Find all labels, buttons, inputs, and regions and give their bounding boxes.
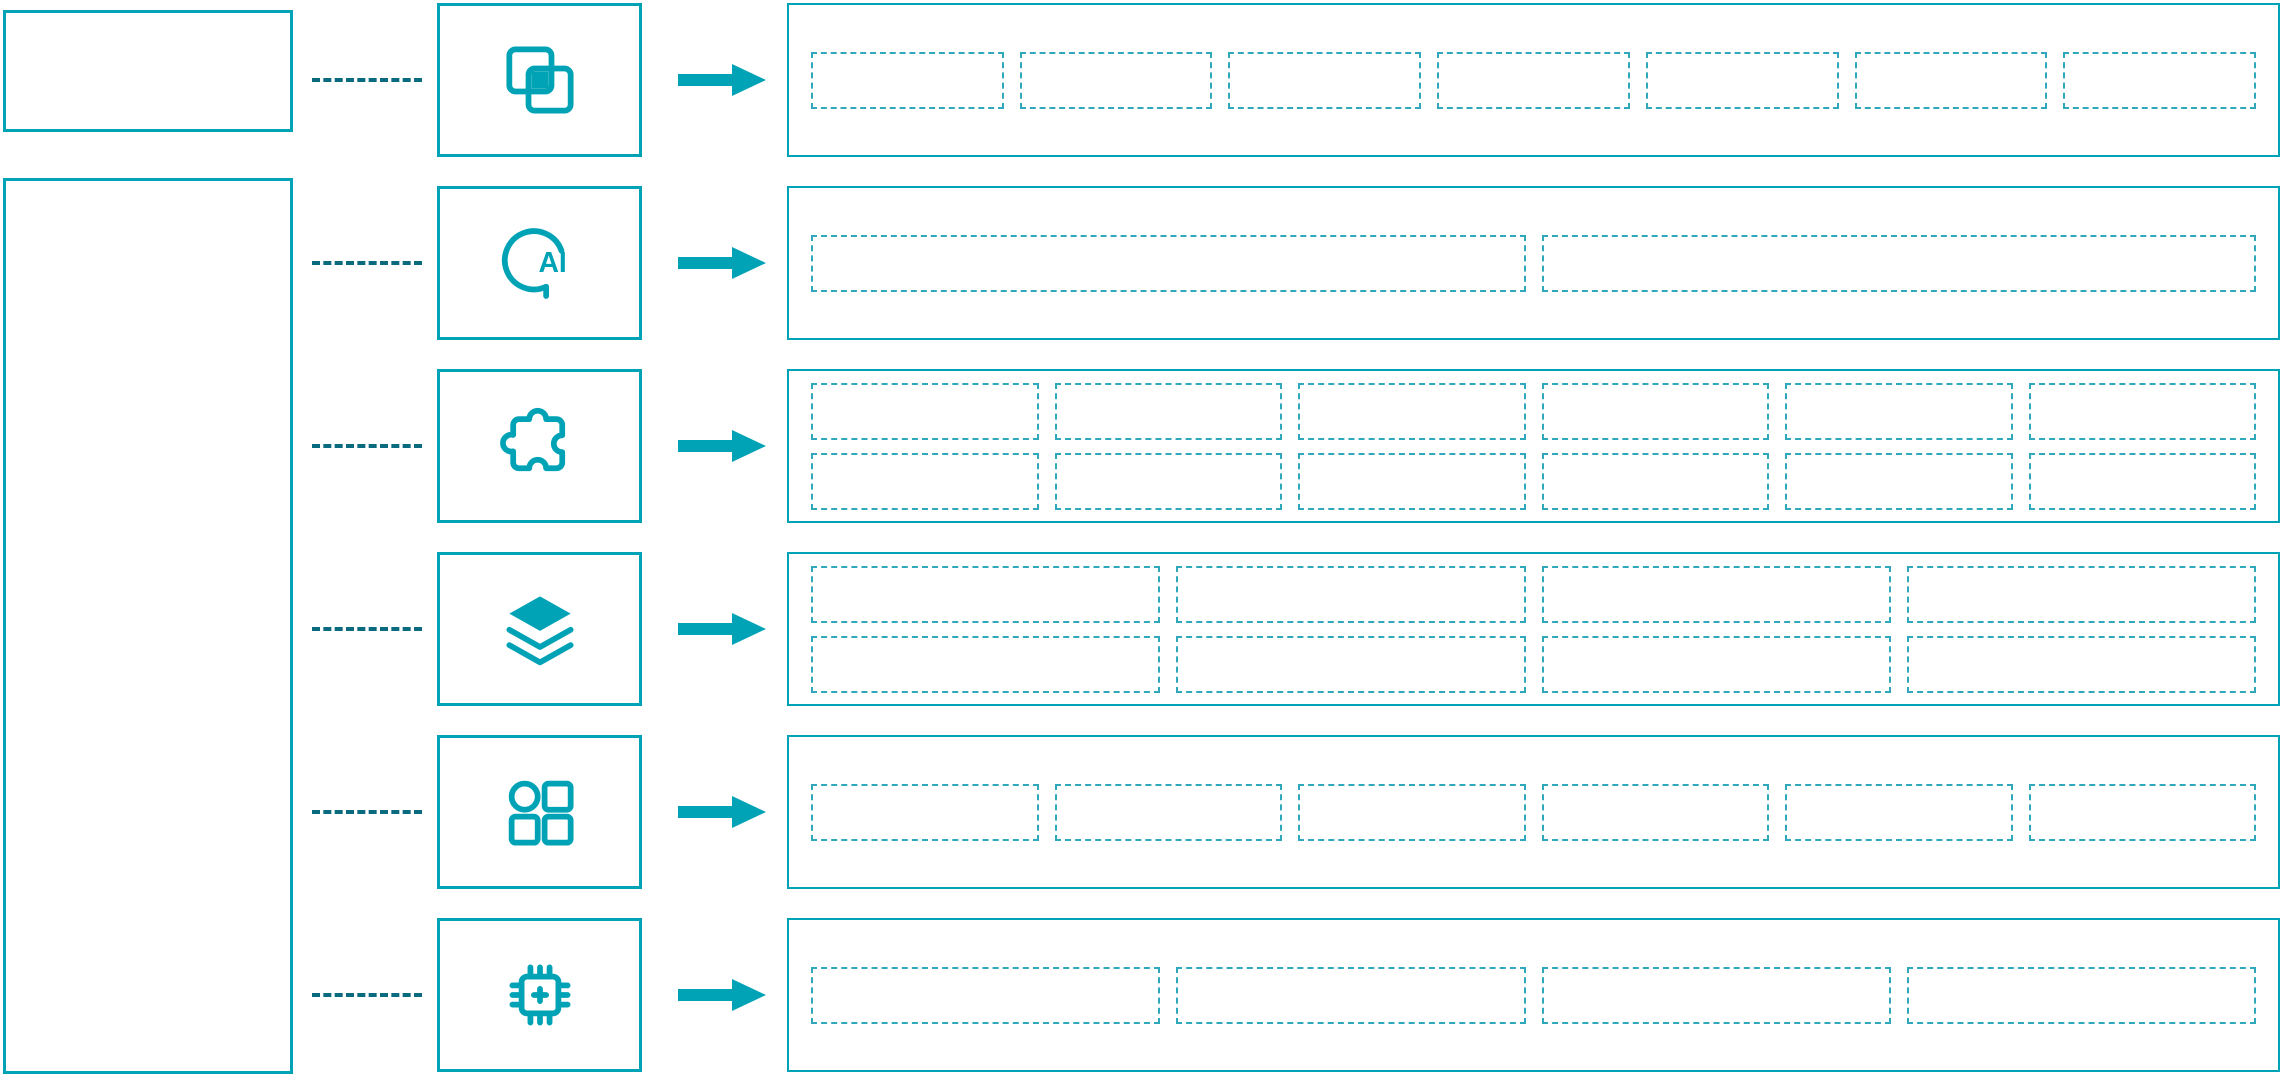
dashed-connector-line	[312, 627, 422, 631]
placeholder-cell	[811, 51, 1004, 109]
placeholder-cell	[1437, 51, 1630, 109]
placeholder-cell	[1541, 234, 2256, 292]
app-grid-icon-box	[437, 735, 642, 889]
right-arrow-icon	[678, 613, 766, 645]
cell-row	[811, 635, 2256, 693]
left-top-box	[3, 10, 293, 132]
placeholder-cell	[1541, 452, 1769, 510]
ai-head-icon: AI	[501, 228, 566, 299]
chip-icon-box	[437, 918, 642, 1072]
placeholder-cell	[2028, 382, 2256, 440]
svg-text:AI: AI	[538, 247, 566, 279]
placeholder-cell	[2028, 783, 2256, 841]
placeholder-cell	[1541, 565, 1891, 623]
content-box-row-2	[787, 186, 2280, 340]
placeholder-cell	[811, 966, 1161, 1024]
placeholder-cell	[1176, 966, 1526, 1024]
placeholder-cell	[2028, 452, 2256, 510]
cell-row	[811, 452, 2256, 510]
layers-icon	[505, 596, 574, 666]
app-grid-icon	[508, 780, 574, 846]
right-arrow-icon	[678, 64, 766, 96]
placeholder-cell	[1541, 382, 1769, 440]
dashed-connector-line	[312, 444, 422, 448]
right-arrow-icon	[678, 430, 766, 462]
placeholder-cell	[1785, 382, 2013, 440]
placeholder-cell	[811, 234, 1526, 292]
flow-row-1	[0, 3, 2284, 157]
placeholder-cell	[1176, 565, 1526, 623]
placeholder-cell	[1054, 452, 1282, 510]
dashed-connector-line	[312, 78, 422, 82]
placeholder-cell	[1054, 382, 1282, 440]
cell-row	[811, 783, 2256, 841]
ai-head-icon-box: AI	[437, 186, 642, 340]
flow-row-3	[0, 369, 2284, 523]
placeholder-cell	[811, 452, 1039, 510]
content-box-row-6	[787, 918, 2280, 1072]
placeholder-cell	[811, 382, 1039, 440]
content-box-row-3	[787, 369, 2280, 523]
cell-row	[811, 234, 2256, 292]
placeholder-cell	[1906, 565, 2256, 623]
chip-icon	[509, 964, 570, 1026]
content-box-row-5	[787, 735, 2280, 889]
overlap-squares-icon-box	[437, 3, 642, 157]
flow-row-6	[0, 918, 2284, 1072]
dashed-connector-line	[312, 810, 422, 814]
content-box-row-1	[787, 3, 2280, 157]
overlap-squares-icon	[505, 46, 574, 114]
placeholder-cell	[1019, 51, 1213, 109]
cell-row	[811, 382, 2256, 440]
cell-row	[811, 51, 2257, 109]
puzzle-icon	[499, 407, 565, 472]
placeholder-cell	[1906, 635, 2256, 693]
placeholder-cell	[2063, 51, 2257, 109]
placeholder-cell	[1854, 51, 2048, 109]
placeholder-cell	[811, 565, 1161, 623]
dashed-connector-line	[312, 993, 422, 997]
right-arrow-icon	[678, 247, 766, 279]
left-main-box	[3, 178, 293, 1074]
placeholder-cell	[1906, 966, 2256, 1024]
cell-row	[811, 565, 2256, 623]
dashed-connector-line	[312, 261, 422, 265]
flow-row-2: AI	[0, 186, 2284, 340]
placeholder-cell	[811, 783, 1039, 841]
placeholder-cell	[1298, 452, 1526, 510]
placeholder-cell	[1228, 51, 1422, 109]
flow-row-5	[0, 735, 2284, 889]
placeholder-cell	[1541, 966, 1891, 1024]
placeholder-cell	[811, 635, 1161, 693]
puzzle-icon-box	[437, 369, 642, 523]
content-box-row-4	[787, 552, 2280, 706]
placeholder-cell	[1054, 783, 1282, 841]
placeholder-cell	[1176, 635, 1526, 693]
placeholder-cell	[1645, 51, 1839, 109]
placeholder-cell	[1785, 783, 2013, 841]
layers-icon-box	[437, 552, 642, 706]
right-arrow-icon	[678, 796, 766, 828]
right-arrow-icon	[678, 979, 766, 1011]
cell-row	[811, 966, 2256, 1024]
placeholder-cell	[1785, 452, 2013, 510]
flow-row-4	[0, 552, 2284, 706]
placeholder-cell	[1298, 783, 1526, 841]
placeholder-cell	[1541, 783, 1769, 841]
placeholder-cell	[1541, 635, 1891, 693]
placeholder-cell	[1298, 382, 1526, 440]
